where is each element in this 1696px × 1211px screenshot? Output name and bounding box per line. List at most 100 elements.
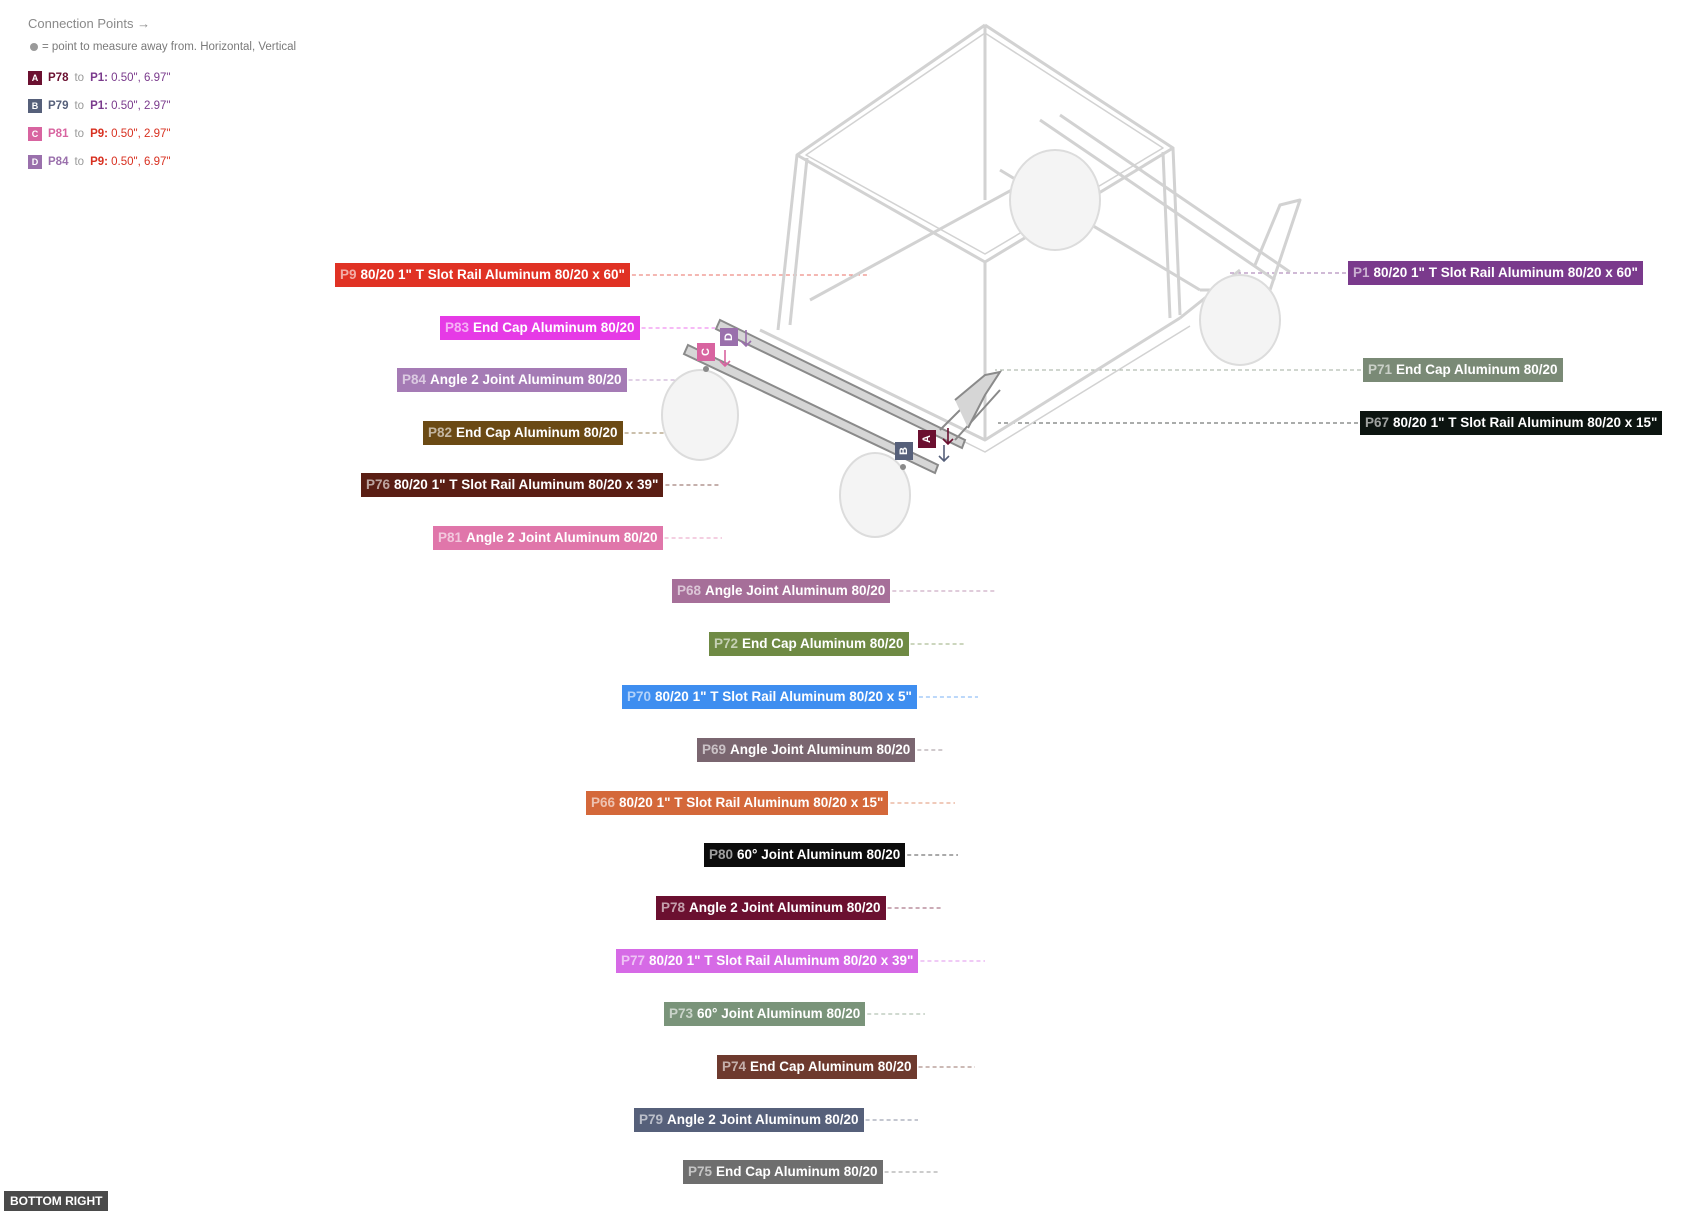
wheels	[661, 149, 1281, 538]
legend-value: 0.50", 2.97"	[107, 128, 171, 140]
part-description: End Cap Aluminum 80/20	[742, 636, 904, 651]
legend-note: = point to measure away from. Horizontal…	[30, 41, 296, 53]
part-number: P83	[445, 320, 470, 335]
part-number: P80	[709, 847, 734, 862]
part-number: P67	[1365, 415, 1390, 430]
legend-value: 0.50", 6.97"	[107, 72, 171, 84]
part-description: Angle 2 Joint Aluminum 80/20	[667, 1112, 859, 1127]
part-number: P82	[428, 425, 453, 440]
legend-value: 0.50", 6.97"	[107, 156, 171, 168]
part-number: P72	[714, 636, 739, 651]
part-description: 60° Joint Aluminum 80/20	[737, 847, 901, 862]
legend-title: Connection Points →	[28, 16, 151, 31]
highlighted-rails	[682, 318, 1003, 475]
connection-marker-d: D	[720, 328, 738, 346]
part-number: P76	[366, 477, 391, 492]
part-description: 60° Joint Aluminum 80/20	[697, 1006, 861, 1021]
measure-points	[703, 366, 906, 470]
part-description: 80/20 1" T Slot Rail Aluminum 80/20 x 39…	[394, 477, 659, 492]
part-description: End Cap Aluminum 80/20	[716, 1164, 878, 1179]
part-description: End Cap Aluminum 80/20	[456, 425, 618, 440]
view-label[interactable]: BOTTOM RIGHT	[4, 1191, 109, 1211]
part-description: Angle 2 Joint Aluminum 80/20	[466, 530, 658, 545]
legend-row: D P84 to P9: 0.50", 6.97"	[28, 154, 170, 170]
connection-badge: D	[28, 154, 42, 169]
part-description: Angle 2 Joint Aluminum 80/20	[430, 372, 622, 387]
part-description: Angle Joint Aluminum 80/20	[705, 583, 886, 598]
connection-marker-c: C	[697, 343, 715, 361]
measure-arrows	[719, 330, 954, 463]
part-number: P70	[627, 689, 652, 704]
part-description: Angle 2 Joint Aluminum 80/20	[689, 900, 881, 915]
legend-part-id: P84	[48, 156, 69, 168]
part-description: 80/20 1" T Slot Rail Aluminum 80/20 x 60…	[1373, 265, 1638, 280]
part-description: 80/20 1" T Slot Rail Aluminum 80/20 x 39…	[649, 953, 914, 968]
part-number: P81	[438, 530, 463, 545]
legend-row: B P79 to P1: 0.50", 2.97"	[28, 98, 170, 114]
legend-note-text: = point to measure away from. Horizontal…	[42, 41, 297, 53]
connection-badge: C	[28, 126, 42, 141]
legend-part-id: P81	[48, 128, 69, 140]
legend-value: 0.50", 2.97"	[107, 100, 171, 112]
connection-badge: A	[28, 70, 42, 85]
part-number: P66	[591, 795, 616, 810]
part-number: P78	[661, 900, 686, 915]
part-number: P84	[402, 372, 427, 387]
part-number: P73	[669, 1006, 694, 1021]
connection-badge: B	[28, 98, 42, 113]
measure-point-icon	[30, 42, 38, 51]
connection-marker-b: B	[895, 442, 913, 460]
part-number: P1	[1353, 265, 1370, 280]
part-number: P75	[688, 1164, 713, 1179]
legend-row: A P78 to P1: 0.50", 6.97"	[28, 70, 170, 86]
part-number: P71	[1368, 362, 1393, 377]
legend-target: P9:	[90, 156, 108, 168]
part-description: Angle Joint Aluminum 80/20	[730, 742, 911, 757]
legend-target: P1:	[90, 100, 108, 112]
legend-row: C P81 to P9: 0.50", 2.97"	[28, 126, 170, 142]
legend-part-id: P78	[48, 72, 69, 84]
connection-marker-a: A	[918, 430, 936, 448]
legend-to: to	[74, 128, 85, 140]
legend-target: P1:	[90, 72, 108, 84]
part-description: 80/20 1" T Slot Rail Aluminum 80/20 x 15…	[1393, 415, 1658, 430]
part-number: P79	[639, 1112, 664, 1127]
part-description: 80/20 1" T Slot Rail Aluminum 80/20 x 60…	[360, 267, 625, 282]
part-number: P68	[677, 583, 702, 598]
part-description: 80/20 1" T Slot Rail Aluminum 80/20 x 5"	[655, 689, 912, 704]
legend-to: to	[74, 156, 85, 168]
part-description: 80/20 1" T Slot Rail Aluminum 80/20 x 15…	[619, 795, 884, 810]
part-description: End Cap Aluminum 80/20	[750, 1059, 912, 1074]
legend-target: P9:	[90, 128, 108, 140]
legend-to: to	[74, 100, 85, 112]
part-number: P77	[621, 953, 646, 968]
legend-part-id: P79	[48, 100, 69, 112]
part-number: P74	[722, 1059, 747, 1074]
part-number: P9	[340, 267, 357, 282]
part-description: End Cap Aluminum 80/20	[1396, 362, 1558, 377]
legend-to: to	[74, 72, 85, 84]
part-number: P69	[702, 742, 727, 757]
